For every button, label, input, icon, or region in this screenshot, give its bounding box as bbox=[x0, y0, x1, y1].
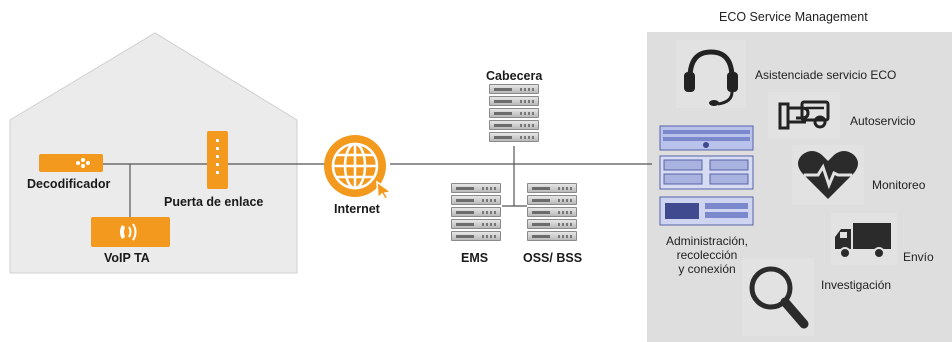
research-label: Investigación bbox=[821, 278, 892, 292]
selfservice-icon-box bbox=[768, 92, 840, 138]
voip-ta-label: VoIP TA bbox=[104, 251, 150, 265]
support-label: Asistenciade servicio ECO bbox=[755, 68, 897, 82]
admin-label-line2: recolección bbox=[676, 248, 738, 262]
admin-label-line3: y conexión bbox=[678, 262, 736, 276]
truck-icon bbox=[835, 223, 891, 259]
monitoring-label: Monitoreo bbox=[872, 178, 926, 192]
admin-label: Administración, recolección y conexión bbox=[657, 234, 757, 276]
eco-title: ECO Service Management bbox=[719, 10, 868, 24]
admin-label-line1: Administración, bbox=[665, 234, 749, 248]
oss-bss-label: OSS/ BSS bbox=[523, 251, 583, 265]
decoder-icon bbox=[39, 154, 103, 172]
gateway-icon bbox=[207, 131, 228, 189]
shipping-icon-box bbox=[831, 213, 897, 265]
headend-label: Cabecera bbox=[486, 69, 543, 83]
magnifier-icon bbox=[749, 266, 809, 329]
heart-pulse-icon bbox=[798, 151, 858, 199]
hand-card-icon bbox=[778, 100, 830, 130]
headset-icon bbox=[684, 49, 738, 106]
globe-icon bbox=[324, 135, 393, 200]
oss-bss-server-stack bbox=[527, 183, 577, 245]
house-shape bbox=[9, 32, 298, 274]
ems-label: EMS bbox=[461, 251, 489, 265]
selfservice-label: Autoservicio bbox=[850, 114, 916, 128]
decoder-label: Decodificador bbox=[27, 177, 111, 191]
internet-label: Internet bbox=[334, 202, 380, 216]
research-icon-box bbox=[742, 258, 814, 336]
voip-ta-icon bbox=[91, 217, 170, 247]
ems-server-stack bbox=[451, 183, 501, 245]
shipping-label: Envío bbox=[903, 250, 934, 264]
admin-server-rack bbox=[659, 125, 754, 228]
phone-icon bbox=[120, 223, 137, 241]
gateway-label: Puerta de enlace bbox=[164, 195, 264, 209]
headend-server-stack bbox=[489, 84, 539, 146]
support-icon-box bbox=[676, 40, 746, 108]
monitoring-icon-box bbox=[792, 145, 864, 205]
